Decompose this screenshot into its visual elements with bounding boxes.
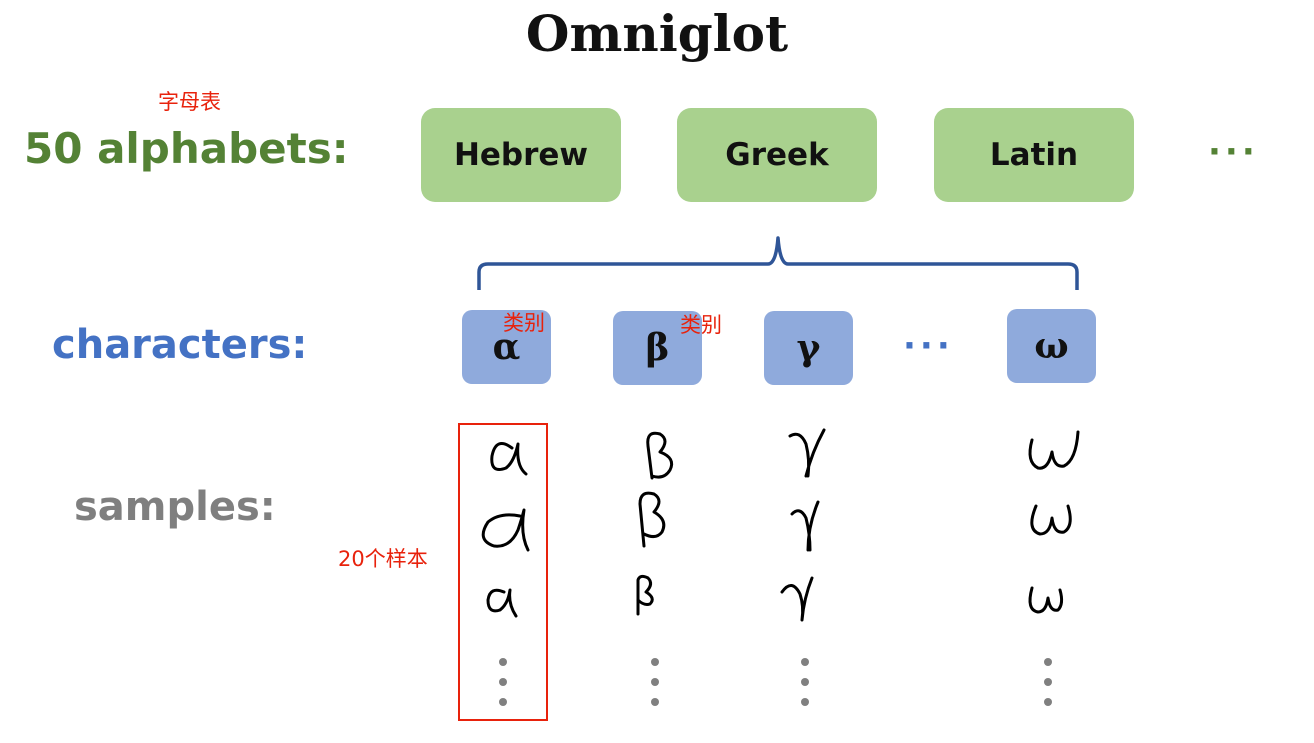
character-box-beta: β: [613, 311, 702, 385]
samples-vertical-ellipsis-omega: [1044, 658, 1052, 706]
alphabet-box-hebrew: Hebrew: [421, 108, 621, 202]
alphabet-box-latin: Latin: [934, 108, 1134, 202]
sample-beta-3: [636, 574, 654, 616]
alphabet-annotation: 字母表: [158, 90, 221, 114]
samples-vertical-ellipsis-alpha: [499, 658, 507, 706]
alphabets-row-label: 50 alphabets:: [24, 124, 349, 173]
samples-row-label: samples:: [74, 484, 276, 530]
sample-gamma-1: [788, 428, 826, 478]
category-annotation-2: 类别: [680, 313, 722, 337]
alphabet-box-greek: Greek: [677, 108, 877, 202]
sample-alpha-1: [490, 442, 528, 476]
character-box-omega: ω: [1007, 309, 1096, 383]
sample-beta-2: [638, 491, 666, 548]
sample-omega-1: [1028, 430, 1080, 470]
samples-vertical-ellipsis-gamma: [801, 658, 809, 706]
alphabets-ellipsis: ···: [1208, 132, 1259, 172]
characters-row-label: characters:: [52, 322, 308, 368]
sample-omega-3: [1028, 586, 1064, 614]
samples-vertical-ellipsis-beta: [651, 658, 659, 706]
category-annotation-1: 类别: [503, 311, 545, 335]
sample-alpha-3: [486, 588, 518, 618]
diagram-title: Omniglot: [525, 4, 789, 63]
sample-alpha-2: [481, 508, 530, 552]
samples-annotation: 20个样本: [338, 547, 428, 571]
character-box-gamma: γ: [764, 311, 853, 385]
character-box-alpha: α: [462, 310, 551, 384]
sample-column-highlight: [458, 423, 548, 721]
sample-gamma-2: [790, 500, 820, 552]
sample-beta-1: [646, 431, 674, 480]
sample-omega-2: [1030, 504, 1072, 536]
characters-ellipsis: ···: [903, 326, 954, 366]
sample-gamma-3: [780, 576, 814, 622]
